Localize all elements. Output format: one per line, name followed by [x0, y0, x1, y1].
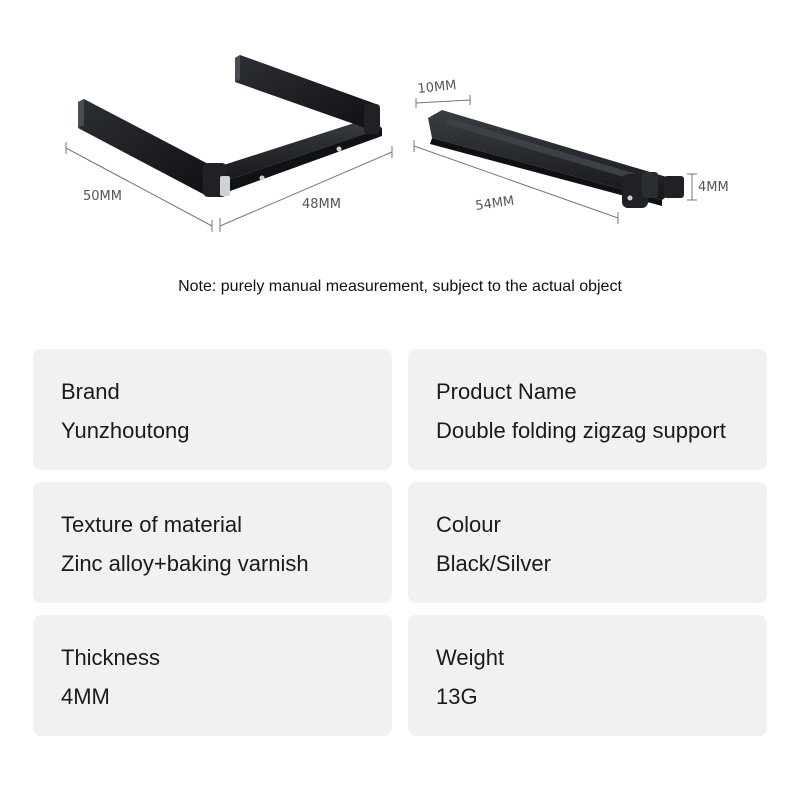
folded-stand: 10MM 54MM 4MM	[413, 78, 729, 224]
left-plate	[78, 99, 212, 195]
rear-hinge	[364, 104, 380, 134]
spec-value: 13G	[436, 684, 478, 709]
spec-value: Black/Silver	[436, 551, 551, 576]
rear-plate	[235, 55, 376, 130]
base-plate	[208, 118, 382, 182]
spec-card-product-name: Product Name Double folding zigzag suppo…	[408, 349, 767, 470]
spec-card-material: Texture of material Zinc alloy+baking va…	[33, 482, 392, 603]
spec-label: Product Name	[436, 379, 577, 404]
spec-label: Brand	[61, 379, 120, 404]
spec-card-thickness: Thickness 4MM	[33, 615, 392, 736]
spec-card-brand: Brand Yunzhoutong	[33, 349, 392, 470]
spec-label: Texture of material	[61, 512, 242, 537]
spec-value: 4MM	[61, 684, 110, 709]
spec-label: Thickness	[61, 645, 161, 670]
spec-value: Double folding zigzag support	[436, 418, 726, 443]
dim-open-width: 50MM	[83, 189, 122, 204]
spec-label: Colour	[436, 512, 501, 537]
spec-label: Weight	[436, 645, 505, 670]
spec-value: Zinc alloy+baking varnish	[61, 551, 309, 576]
spec-card-weight: Weight 13G	[408, 615, 767, 736]
spec-grid: Brand Yunzhoutong Product Name Double fo…	[33, 349, 767, 736]
spec-value: Yunzhoutong	[61, 418, 190, 443]
spec-card-colour: Colour Black/Silver	[408, 482, 767, 603]
dim-folded-height: 10MM	[417, 78, 457, 97]
dim-folded-length: 54MM	[474, 194, 515, 214]
measurement-note: Note: purely manual measurement, subject…	[178, 278, 622, 295]
dim-folded-thickness: 4MM	[698, 180, 729, 195]
unfolded-stand: 50MM 48MM	[65, 55, 393, 232]
product-illustration: 50MM 48MM 10MM 54MM 4MM	[65, 55, 729, 232]
dim-open-length: 48MM	[302, 197, 341, 212]
